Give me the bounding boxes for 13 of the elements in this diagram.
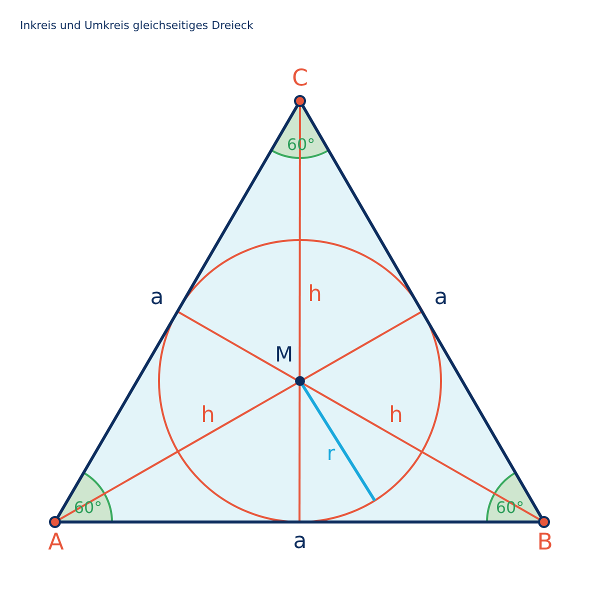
vertex-label: C (292, 68, 308, 90)
radius-label: r (326, 443, 336, 463)
vertex-label: B (537, 532, 553, 554)
height-label: h (308, 284, 322, 306)
angle-label: 60° (496, 500, 524, 516)
center-label: M (274, 344, 294, 366)
height-label: h (389, 405, 403, 427)
side-label: a (150, 287, 164, 309)
side-label: a (434, 287, 448, 309)
side-label: a (293, 531, 307, 553)
height-label: h (201, 405, 215, 427)
diagram-title: Inkreis und Umkreis gleichseitiges Dreieck (20, 19, 254, 32)
vertex-label: A (48, 532, 64, 554)
